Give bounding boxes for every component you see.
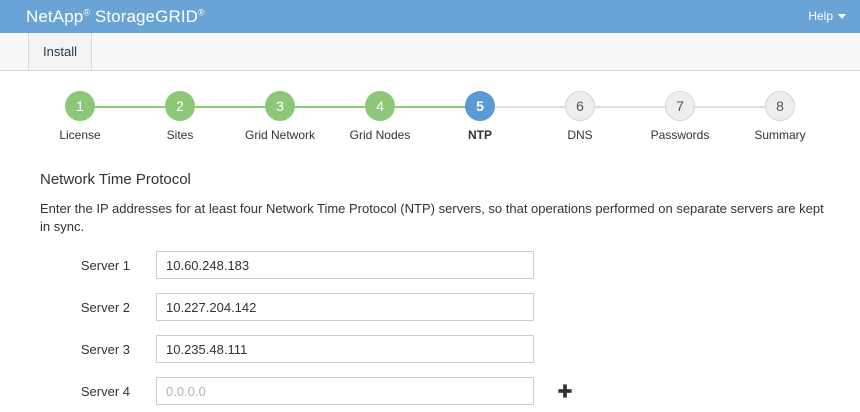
server-3-input[interactable] <box>156 335 534 364</box>
step-label: NTP <box>468 128 492 142</box>
main-content: Network Time Protocol Enter the IP addre… <box>0 153 860 406</box>
form-row-server-1: Server 1 <box>38 251 830 280</box>
brand-logo: NetApp® StorageGRID® <box>26 7 205 27</box>
chevron-down-icon <box>838 13 846 19</box>
step-label: DNS <box>567 128 593 142</box>
server-4-input[interactable] <box>156 377 534 406</box>
step-connector <box>580 106 680 108</box>
step-label: Passwords <box>650 128 710 142</box>
brand-product-registered-mark: ® <box>198 6 205 17</box>
step-connector <box>180 106 280 108</box>
step-grid-network[interactable]: 3 Grid Network <box>230 91 380 142</box>
step-sites[interactable]: 2 Sites <box>130 91 280 142</box>
help-menu-label: Help <box>808 9 833 23</box>
step-connector <box>280 106 380 108</box>
page-title: Network Time Protocol <box>40 171 191 188</box>
step-ntp[interactable]: 5 NTP <box>430 91 580 142</box>
step-connector <box>480 106 580 108</box>
step-number-badge: 3 <box>265 91 295 121</box>
form-row-server-3: Server 3 <box>38 335 830 364</box>
step-summary[interactable]: 8 Summary <box>730 91 830 142</box>
step-number-badge: 2 <box>165 91 195 121</box>
step-label: Grid Network <box>244 128 315 142</box>
server-1-input[interactable] <box>156 251 534 280</box>
step-connector <box>380 106 480 108</box>
step-number-badge: 7 <box>665 91 695 121</box>
step-label: Summary <box>754 128 806 142</box>
step-number-badge: 1 <box>65 91 95 121</box>
brand-product: StorageGRID <box>94 6 199 26</box>
step-label: Grid Nodes <box>349 128 411 142</box>
step-dns[interactable]: 6 DNS <box>530 91 680 142</box>
brand-company-registered-mark: ® <box>83 6 91 17</box>
step-connector <box>80 106 180 108</box>
brand-company: NetApp <box>26 6 84 26</box>
step-number-badge: 5 <box>465 91 495 121</box>
step-license[interactable]: 1 License <box>30 91 180 142</box>
server-4-label: Server 4 <box>80 383 130 399</box>
step-label: Sites <box>166 128 194 142</box>
ntp-servers-form: Server 1 Server 2 Server 3 Server 4 <box>38 251 830 406</box>
server-2-input[interactable] <box>156 293 534 322</box>
tab-install-label: Install <box>43 44 77 59</box>
step-connector <box>680 106 780 108</box>
step-number-badge: 4 <box>365 91 395 121</box>
page-description: Enter the IP addresses for at least four… <box>40 201 824 234</box>
help-menu[interactable]: Help <box>808 9 846 23</box>
plus-icon <box>558 384 572 398</box>
install-wizard-stepper: 1 License 2 Sites 3 Grid Network 4 Grid … <box>0 91 860 153</box>
tab-install[interactable]: Install <box>28 33 92 70</box>
tab-bar: Install <box>0 33 860 71</box>
form-row-server-4: Server 4 <box>38 377 830 406</box>
server-2-label: Server 2 <box>80 299 130 315</box>
step-number-badge: 8 <box>765 91 795 121</box>
server-3-label: Server 3 <box>80 341 130 357</box>
app-header: NetApp® StorageGRID® Help <box>0 0 860 33</box>
step-passwords[interactable]: 7 Passwords <box>630 91 780 142</box>
form-row-server-2: Server 2 <box>38 293 830 322</box>
add-server-button[interactable] <box>556 382 574 400</box>
step-label: License <box>59 128 101 142</box>
step-grid-nodes[interactable]: 4 Grid Nodes <box>330 91 480 142</box>
step-number-badge: 6 <box>565 91 595 121</box>
server-1-label: Server 1 <box>80 257 130 273</box>
